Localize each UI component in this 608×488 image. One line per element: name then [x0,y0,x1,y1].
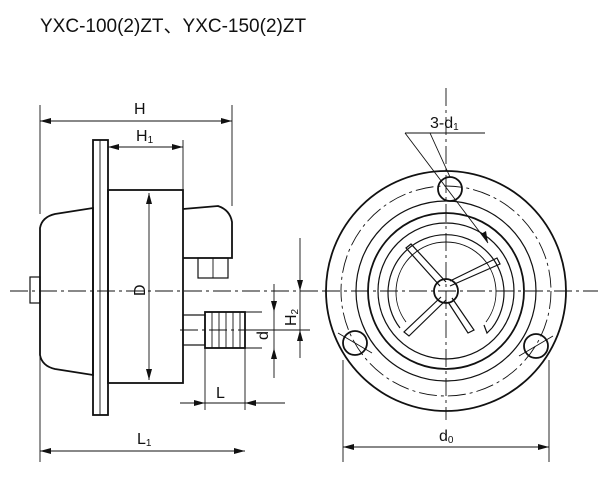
dim-h1-label: H1 [136,128,154,146]
pointer-arm-upper-left [405,243,447,287]
dim-d-arrow-top [271,301,277,312]
dial-scale-end-mark [483,324,493,335]
dim-d-label: d [255,331,272,340]
dim-h-arrow-right [221,118,232,124]
dim-l1-label: L1 [137,431,152,449]
bolt-hole-left [342,330,368,356]
leader-d1-arrow [481,231,488,243]
bolt-hole-right-center [518,335,554,357]
dim-d0-arrow-left [343,444,354,450]
leader-d1-diag [404,132,489,244]
dim-d-arrow-bottom [271,348,277,359]
leader-d1-upper [429,132,451,178]
dim-h-label: H [134,101,146,118]
mounting-flange [92,139,109,416]
flange-outer-circle [325,170,567,412]
pointer-assembly [403,243,501,337]
case-ring [367,212,525,370]
dim-3d1-label: 3-d1 [430,115,459,133]
pointer-hub [433,278,459,304]
bolt-hole-right [523,333,549,359]
drawing-title: YXC-100(2)ZT、YXC-150(2)ZT [40,16,306,37]
pointer-arm-lower-left [403,296,447,337]
pointer-arm-lower [447,297,475,334]
dim-d-big-arrow-top [146,193,152,204]
front-case [107,189,184,384]
dim-l1-arrow-left [40,448,51,454]
dim-h1-arrow-left [108,144,119,150]
bolt-hole-top [437,176,463,202]
bolt-circle [340,185,552,397]
dim-d0-arrow-right [538,444,549,450]
dim-l1-arrow-right [234,448,245,454]
dim-d-big-label: D [132,284,149,296]
dim-l-arrow-left [194,400,205,406]
dial-inner-arc [395,241,497,323]
dim-h-arrow-left [40,118,51,124]
dim-d0-label: d0 [439,428,454,446]
dim-d-big-arrow-bottom [146,369,152,380]
bolt-hole-left-center [337,332,373,354]
rear-housing [39,206,94,377]
front-view: 3-d1 d0 [322,88,598,462]
dim-l-arrow-right [245,400,256,406]
rear-stub [29,276,41,304]
dim-h2-label: H2 [283,308,301,326]
dim-h2-arrow-top [297,280,303,291]
dim-h2-arrow-bottom [297,330,303,341]
dim-h1-arrow-right [172,144,183,150]
pointer-arm-right [449,257,501,287]
dim-l-label: L [216,385,225,402]
junction-box [182,205,233,259]
dial-scale-arc [387,234,505,329]
window-ring [377,222,515,360]
side-view: H H1 D d H2 L [10,101,320,462]
